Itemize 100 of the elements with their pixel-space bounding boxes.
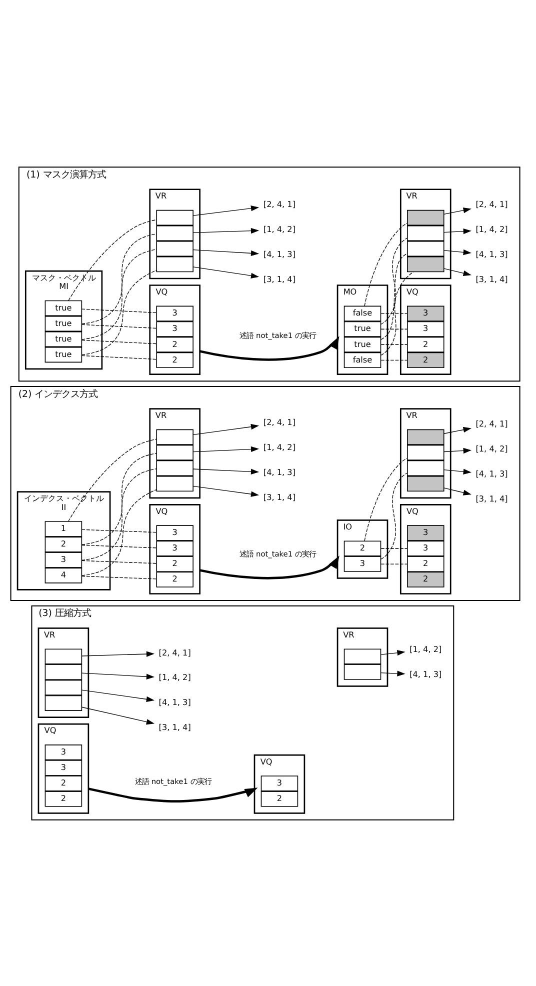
node-box: false bbox=[344, 352, 382, 368]
arrow bbox=[200, 336, 340, 360]
node-box: 2 bbox=[260, 790, 298, 806]
node-box bbox=[407, 428, 444, 444]
cluster: VR bbox=[336, 627, 388, 686]
node-box: false bbox=[344, 305, 382, 321]
node-box: 2 bbox=[407, 571, 444, 587]
node-box: 2 bbox=[44, 775, 82, 791]
node-box bbox=[407, 444, 444, 460]
arrow bbox=[444, 487, 472, 495]
node-box bbox=[344, 648, 382, 664]
node-box bbox=[407, 460, 444, 476]
cluster: VR bbox=[149, 188, 200, 279]
node-box bbox=[156, 224, 194, 241]
node-box: true bbox=[344, 336, 382, 352]
node-text: [1, 4, 2] bbox=[410, 643, 442, 654]
node-box: 2 bbox=[156, 336, 194, 352]
node-box: 3 bbox=[407, 524, 444, 540]
connector bbox=[81, 324, 157, 328]
connector bbox=[68, 218, 157, 300]
node-box bbox=[156, 256, 194, 272]
node-text: [4, 1, 3] bbox=[476, 248, 508, 258]
node-text: [1, 4, 2] bbox=[263, 223, 296, 234]
node-box: true bbox=[44, 300, 82, 316]
arrow bbox=[192, 205, 260, 216]
connector bbox=[81, 308, 157, 313]
node-box: 3 bbox=[156, 540, 194, 556]
node-text: [2, 4, 1] bbox=[476, 198, 508, 208]
connector bbox=[81, 354, 157, 360]
node-box bbox=[407, 256, 444, 272]
node-box: 3 bbox=[344, 556, 382, 572]
node-text: [3, 1, 4] bbox=[263, 491, 296, 502]
node-box: 3 bbox=[407, 320, 444, 336]
arrow bbox=[444, 207, 472, 214]
node-text: [1, 4, 2] bbox=[476, 223, 508, 234]
node-box: 2 bbox=[44, 790, 82, 806]
node-text: [1, 4, 2] bbox=[158, 672, 191, 682]
connector bbox=[380, 252, 408, 340]
cluster: VR bbox=[400, 188, 452, 279]
node-box bbox=[407, 240, 444, 256]
node-box: true bbox=[44, 315, 82, 332]
arrow bbox=[192, 446, 260, 452]
connector bbox=[380, 328, 408, 329]
cluster: VR bbox=[38, 627, 90, 718]
node-box: 1 bbox=[44, 520, 82, 536]
connector bbox=[81, 528, 157, 532]
node-box: true bbox=[44, 330, 82, 347]
node-text: [4, 1, 3] bbox=[476, 468, 508, 478]
node-box bbox=[156, 428, 194, 444]
node-box: 2 bbox=[156, 352, 194, 368]
node-box: 3 bbox=[44, 552, 82, 568]
arrow bbox=[81, 706, 155, 724]
connector bbox=[380, 270, 414, 356]
connector bbox=[81, 248, 157, 340]
arrow bbox=[192, 468, 260, 474]
connector bbox=[81, 544, 157, 548]
arrow bbox=[192, 249, 260, 256]
node-box bbox=[44, 664, 82, 680]
node-text: [3, 1, 4] bbox=[263, 273, 296, 284]
node-text: [2, 4, 1] bbox=[263, 198, 296, 208]
arrow bbox=[192, 227, 260, 234]
node-box: 3 bbox=[407, 305, 444, 321]
node-text: [4, 1, 3] bbox=[410, 668, 442, 678]
node-box: 3 bbox=[44, 760, 82, 776]
node-text: [1, 4, 2] bbox=[263, 442, 296, 452]
cluster: VR bbox=[149, 408, 200, 498]
connector bbox=[81, 560, 157, 564]
arrow bbox=[380, 649, 406, 656]
node-box: 2 bbox=[407, 352, 444, 368]
connector bbox=[364, 457, 408, 541]
node-box: 2 bbox=[407, 556, 444, 572]
connector bbox=[81, 488, 157, 576]
connector bbox=[380, 563, 408, 564]
node-box: 3 bbox=[407, 540, 444, 556]
node-box bbox=[344, 664, 382, 680]
connector bbox=[380, 237, 408, 324]
node-box: 2 bbox=[156, 556, 194, 572]
node-box bbox=[44, 679, 82, 695]
arrow bbox=[81, 672, 155, 679]
arrow bbox=[88, 787, 258, 802]
node-box: 3 bbox=[156, 524, 194, 540]
arrow bbox=[192, 485, 260, 496]
connector bbox=[81, 339, 157, 344]
node-box: 4 bbox=[44, 567, 82, 583]
node-box: 3 bbox=[156, 305, 194, 321]
arrow bbox=[192, 266, 260, 278]
node-box: true bbox=[44, 346, 82, 362]
node-text: [3, 1, 4] bbox=[476, 273, 508, 284]
node-box bbox=[156, 240, 194, 256]
node-box bbox=[407, 475, 444, 492]
connector bbox=[81, 233, 157, 324]
node-box bbox=[156, 444, 194, 460]
node-text: [4, 1, 3] bbox=[158, 696, 191, 707]
node-box bbox=[44, 694, 82, 710]
arrow bbox=[444, 228, 472, 234]
node-box: 2 bbox=[156, 571, 194, 587]
node-box bbox=[407, 224, 444, 241]
arrow bbox=[444, 426, 472, 434]
arrow bbox=[444, 268, 472, 276]
node-box bbox=[156, 475, 194, 492]
